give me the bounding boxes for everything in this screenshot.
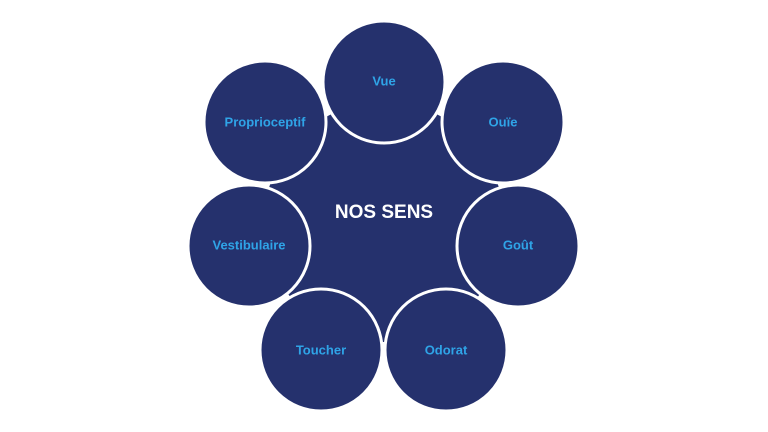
sense-node-vestibulaire: Vestibulaire [186,183,312,309]
sense-circle [383,287,509,413]
sense-node-vue: Vue [321,19,447,145]
sense-circle [440,59,566,185]
sense-label-gout: Goût [503,237,534,252]
center-hub [264,102,504,342]
sense-node-proprioceptif: Proprioceptif [202,59,328,185]
sense-label-proprioceptif: Proprioceptif [225,114,307,129]
sense-circle [186,183,312,309]
sense-node-gout: Goût [455,183,581,309]
center-title: NOS SENS [335,202,433,223]
sense-node-toucher: Toucher [258,287,384,413]
sense-circle [455,183,581,309]
sense-label-odorat: Odorat [425,342,468,357]
sense-label-vue: Vue [372,73,395,88]
sense-node-ouie: Ouïe [440,59,566,185]
sense-circle [202,59,328,185]
sense-circle [321,19,447,145]
sense-circle [258,287,384,413]
sense-label-vestibulaire: Vestibulaire [213,237,286,252]
sense-label-ouie: Ouïe [489,114,518,129]
sense-label-toucher: Toucher [296,342,346,357]
sense-node-odorat: Odorat [383,287,509,413]
